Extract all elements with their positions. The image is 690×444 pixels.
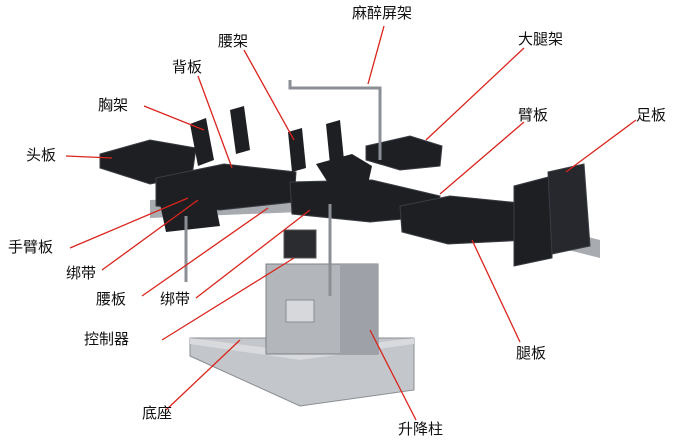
arm-board-pad [365,135,443,171]
label-base: 底座 [142,404,173,422]
leader-strap-left [101,199,199,271]
leader-lines [65,25,637,421]
label-arm-board: 臂板 [518,106,549,124]
label-anesthesia-screen-frame: 麻醉屏架 [352,4,413,22]
label-strap-left: 绑带 [66,264,97,282]
label-waist-plate: 腰板 [96,290,127,308]
label-strap-right: 绑带 [160,290,191,308]
label-chest-frame: 胸架 [98,96,129,114]
leg-plate-pad [399,195,531,245]
leader-thigh-frame [425,47,525,141]
anesthesia-screen-rod [288,80,382,160]
leader-hand-arm-board [69,197,189,249]
leader-foot-plate [565,119,637,173]
leader-anesthesia-screen-frame [367,25,385,85]
label-head-plate: 头板 [26,146,57,164]
leader-lift-column [369,329,417,421]
label-hand-arm-board: 手臂板 [8,238,54,256]
label-controller: 控制器 [84,330,130,348]
leader-base [165,339,241,411]
leader-back-plate [197,75,233,169]
leader-waist-plate [141,207,269,297]
leader-lumbar-frame [243,49,295,141]
controller-box [283,229,317,259]
leader-strap-right [195,209,311,299]
label-thigh-frame: 大腿架 [518,30,564,48]
leader-controller [161,257,295,341]
label-foot-plate: 足板 [636,106,667,124]
label-lift-column: 升降柱 [398,420,444,438]
label-leg-plate: 腿板 [516,344,547,362]
hand-arm-board-pad [160,196,220,232]
label-back-plate: 背板 [172,58,203,76]
label-lumbar-frame: 腰架 [218,32,249,50]
leader-leg-plate [471,239,521,343]
leader-arm-board [439,121,525,195]
foot-plate-pad [513,175,553,267]
chest-frame-rest [190,118,214,166]
leader-head-plate [65,155,113,159]
leader-chest-frame [143,105,205,131]
